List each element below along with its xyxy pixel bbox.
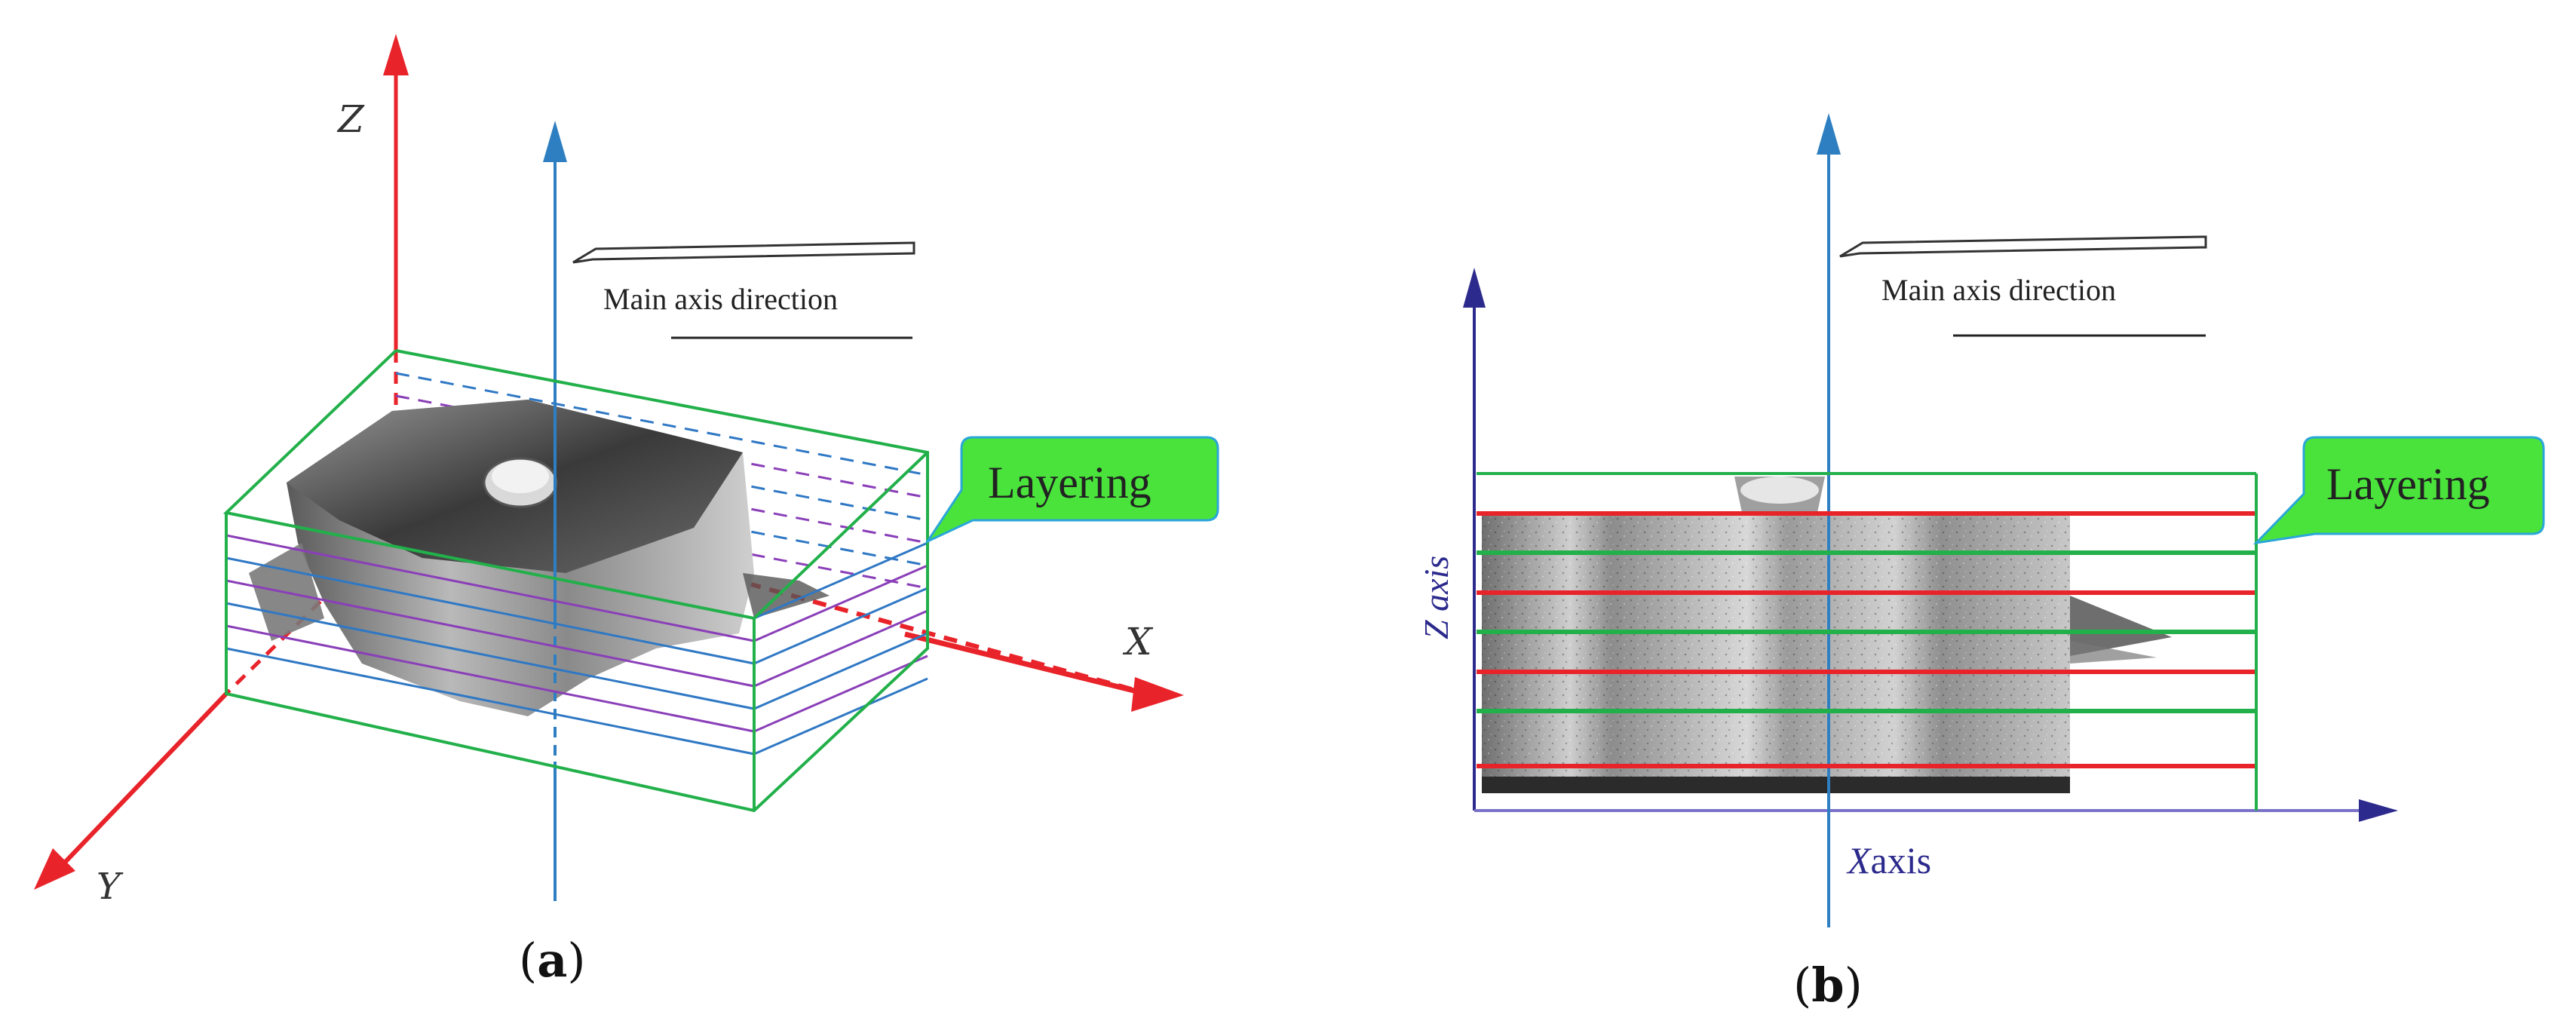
x-axis-b bbox=[1474, 799, 2398, 822]
y-axis-a bbox=[34, 526, 397, 890]
main-axis-a bbox=[543, 121, 567, 901]
x-axis-label-b: Xaxis bbox=[1846, 839, 1931, 881]
main-axis-arrowhead-b bbox=[1817, 113, 1841, 155]
main-axis-caption-b: Main axis direction bbox=[1881, 273, 2116, 307]
caption-a: (a) bbox=[519, 933, 586, 988]
main-axis-caption-a: Main axis direction bbox=[603, 282, 838, 316]
z-axis-label-a: Z bbox=[336, 97, 365, 141]
x-arrowhead-a bbox=[1131, 677, 1184, 712]
x-arrowhead-b bbox=[2359, 799, 2398, 822]
x-axis-label-a: X bbox=[1122, 620, 1154, 664]
layering-callout-a: Layering bbox=[924, 436, 1219, 544]
panel-b: Z axis Xaxis bbox=[1417, 113, 2545, 1013]
layering-label-b: Layering bbox=[2326, 459, 2490, 509]
point-cloud-object-b bbox=[1482, 477, 2172, 793]
caption-b: (b) bbox=[1793, 958, 1863, 1013]
bounding-box-a bbox=[222, 349, 929, 813]
z-axis-label-b: Z axis bbox=[1417, 556, 1455, 639]
layering-label-a: Layering bbox=[988, 458, 1152, 507]
y-arrowhead-a bbox=[34, 848, 75, 890]
layering-callout-b: Layering bbox=[2252, 436, 2545, 545]
y-axis-label-a: Y bbox=[97, 866, 124, 908]
panel-a: Z X Y bbox=[34, 34, 1219, 988]
main-axis-arrowhead-a bbox=[543, 121, 567, 162]
main-axis-callout-b: Main axis direction bbox=[1839, 235, 2207, 337]
main-axis-b bbox=[1817, 113, 1841, 927]
z-arrowhead-a bbox=[383, 34, 409, 75]
layer-lines-b bbox=[1477, 472, 2258, 811]
z-axis-b bbox=[1463, 268, 1486, 811]
z-arrowhead-b bbox=[1463, 268, 1486, 308]
main-axis-callout-a: Main axis direction bbox=[572, 241, 915, 339]
